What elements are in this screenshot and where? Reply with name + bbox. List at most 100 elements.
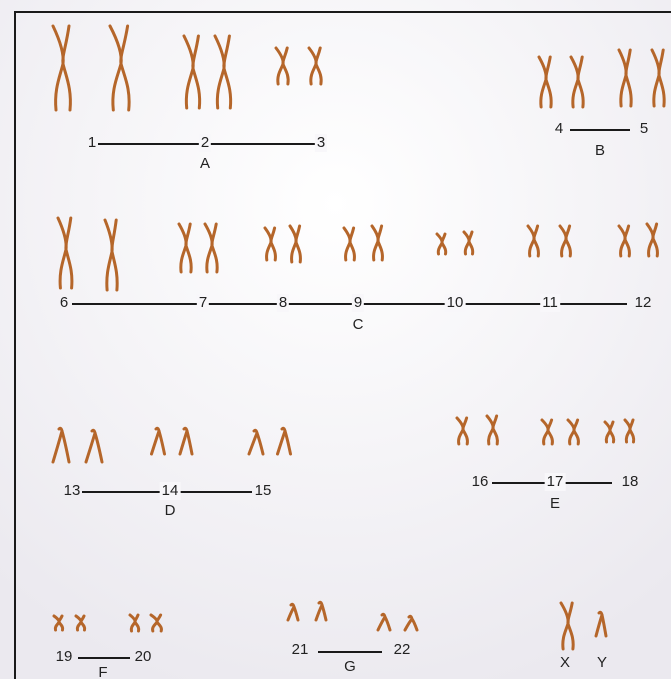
chromosome-6-a-chromatid-1 [56,216,68,290]
chromosome-14-a-chromatid-2 [157,429,166,456]
chromosome-11-a-chromatid-2 [532,224,540,258]
chromosome-9-b-chromatid-2 [376,224,384,262]
group-label-f: F [98,664,108,681]
chromosome-number-4: 4 [554,120,564,137]
chromosome-number-1: 1 [87,134,97,151]
chromosome-21-b-chromatid-2 [320,603,328,622]
chromosome-9-b [370,224,384,262]
chromosome-22-a-chromatid-2 [383,615,392,632]
group-f-line [78,657,130,659]
group-b-line [570,129,630,131]
chromosome-number-13: 13 [63,482,81,499]
chromosome-number-19: 19 [55,648,73,665]
chromosome-number-10: 10 [444,294,466,312]
chromosome-1-b-chromatid-1 [108,24,123,112]
chromosome-2-b [213,34,233,110]
chromosome-2-b-chromatid-1 [213,34,226,110]
chromosome-4-a-chromatid-2 [544,55,553,109]
chromosome-9-a-chromatid-2 [348,226,356,262]
chromosome-6-b-chromatid-2 [110,218,119,292]
chromosome-10-b-chromatid-2 [467,230,475,256]
chromosome-7-a-chromatid-1 [177,222,188,274]
group-label-b: B [594,142,606,159]
chromosome-2-b-chromatid-2 [222,34,233,110]
chromosome-x-chromatid-1 [559,601,570,651]
chromosome-7-b-chromatid-1 [203,222,214,274]
chromosome-22-b [403,614,419,632]
chromosome-number-20: 20 [134,648,152,665]
chromosome-18-b-chromatid-2 [628,418,636,444]
chromosome-14-b [178,426,194,456]
chromosome-20-a-chromatid-2 [133,613,141,633]
chromosome-6-b-chromatid-1 [103,218,114,292]
chromosome-y [594,610,608,638]
chromosome-3-b-chromatid-2 [314,46,323,86]
chromosome-number-9: 9 [351,294,365,312]
chromosome-9-a [342,226,356,262]
chromosome-3-b [307,46,323,86]
chromosome-14-b-chromatid-2 [185,429,194,456]
chromosome-3-b-chromatid-1 [307,46,318,86]
chromosome-12-a-chromatid-2 [623,224,631,258]
chromosome-21-b [314,600,328,622]
chromosome-12-b [645,222,659,258]
chromosome-21-a [286,602,300,622]
chromosome-13-b [84,428,104,464]
chromosome-1-a-chromatid-1 [51,24,65,112]
chromosome-3-a-chromatid-1 [274,46,285,86]
chromosome-8-b-chromatid-2 [294,224,302,264]
chromosome-8-a [263,226,277,262]
chromosome-6-a [56,216,74,290]
chromosome-number-16: 16 [471,473,489,490]
chromosome-number-14: 14 [159,482,181,500]
chromosome-16-a-chromatid-2 [461,416,469,446]
chromosome-number-5: 5 [639,120,649,137]
chromosome-1-b-chromatid-2 [119,24,131,112]
chromosome-5-b [650,48,666,108]
chromosome-5-a-chromatid-2 [624,48,633,108]
chromosome-5-b-chromatid-2 [657,48,666,108]
group-g-line [318,651,382,653]
chromosome-y-chromatid-2 [600,613,608,638]
chromosome-4-a-chromatid-1 [537,55,548,109]
chromosome-13-a [51,426,71,464]
chromosome-7-a-chromatid-2 [184,222,193,274]
chromosome-number-8: 8 [276,294,290,312]
chromosome-4-b-chromatid-1 [569,55,580,109]
chromosome-16-b [485,414,499,446]
chromosome-4-a [537,55,553,109]
chromosome-7-a [177,222,193,274]
chromosome-16-a [455,416,469,446]
chromosome-1-a [51,24,72,112]
chromosome-5-a-chromatid-1 [617,48,628,108]
sex-chromosome-label-x: X [559,654,571,671]
chromosome-17-a [540,418,554,446]
chromosome-x-chromatid-2 [566,601,575,651]
chromosome-20-b-chromatid-2 [155,613,163,633]
chromosome-1-b [108,24,131,112]
chromosome-21-a-chromatid-2 [292,605,300,622]
chromosome-13-a-chromatid-2 [60,429,71,464]
chromosome-18-a-chromatid-2 [608,420,616,444]
chromosome-number-15: 15 [254,482,272,499]
chromosome-6-a-chromatid-2 [64,216,74,290]
chromosome-19-a [52,614,65,632]
chromosome-number-17: 17 [544,473,566,491]
chromosome-2-a [182,34,202,110]
chromosome-11-b-chromatid-2 [564,224,572,258]
chromosome-14-a [150,426,166,456]
chromosome-11-b [558,224,572,258]
chromosome-number-18: 18 [621,473,639,490]
chromosome-2-a-chromatid-2 [191,34,202,110]
chromosome-number-6: 6 [59,294,69,311]
chromosome-15-b-chromatid-2 [283,429,292,456]
chromosome-19-b-chromatid-2 [79,614,87,632]
chromosome-10-a-chromatid-2 [440,232,448,256]
chromosome-number-22: 22 [393,641,411,658]
chromosome-4-b [569,55,585,109]
sex-chromosome-label-y: Y [596,654,608,671]
chromosome-20-b [149,613,163,633]
